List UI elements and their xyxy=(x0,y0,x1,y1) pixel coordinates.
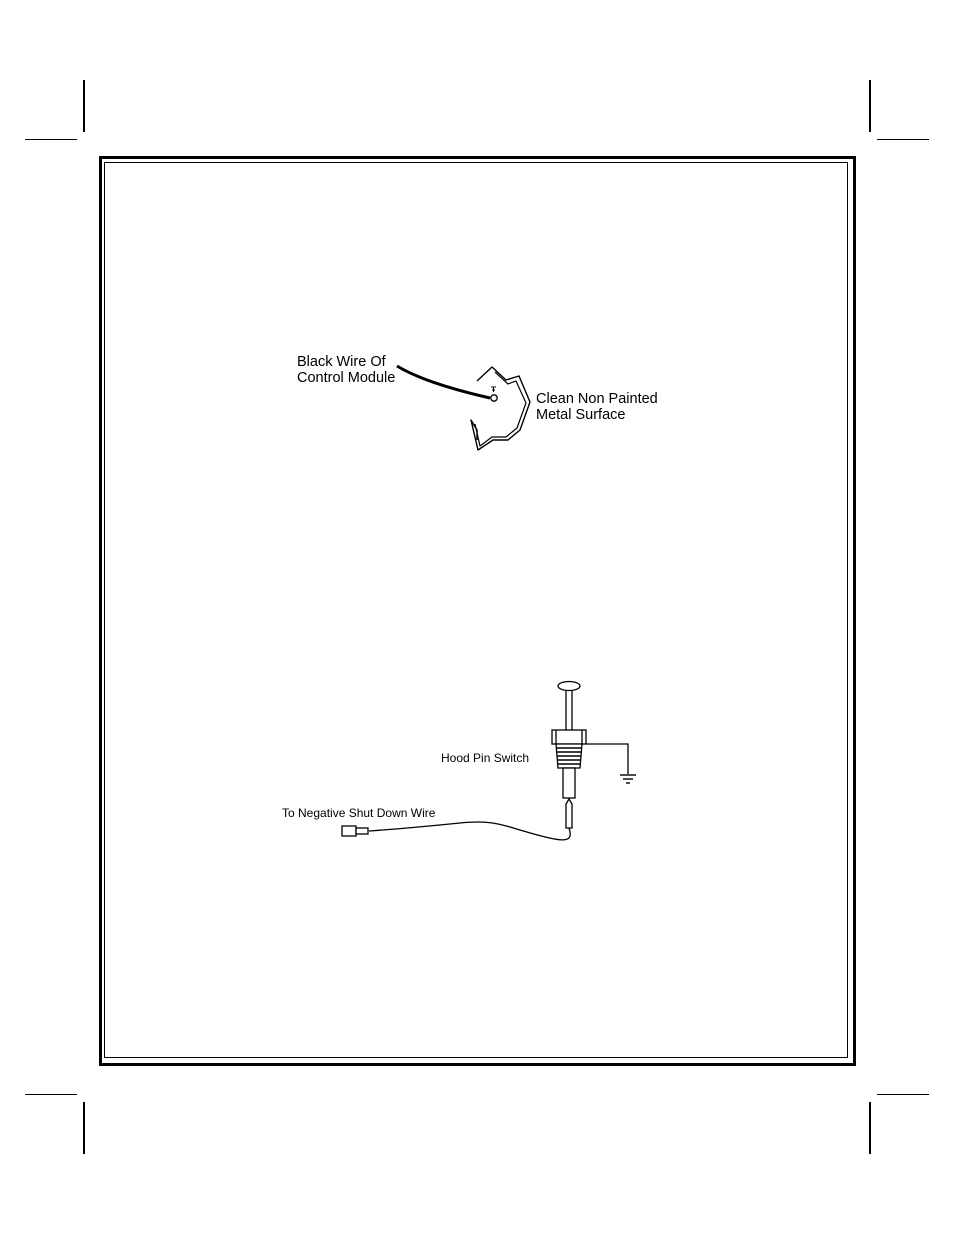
negative-shutdown-wire-label: To Negative Shut Down Wire xyxy=(282,807,435,820)
metal-surface-label-line1: Clean Non Painted xyxy=(536,392,658,408)
black-wire-label-line2: Control Module xyxy=(297,371,395,387)
pin-head xyxy=(558,682,580,691)
ground-diagram xyxy=(397,366,530,450)
black-wire-label: Black Wire Of Control Module xyxy=(297,355,395,386)
metal-surface-label: Clean Non Painted Metal Surface xyxy=(536,392,658,423)
hood-pin-switch-label: Hood Pin Switch xyxy=(441,752,529,765)
screw-icon xyxy=(491,387,496,392)
switch-spade-terminal xyxy=(566,799,572,828)
switch-nut xyxy=(552,730,586,744)
wire-connector xyxy=(342,826,356,836)
switch-lower-shaft xyxy=(563,768,575,798)
metal-surface-label-line2: Metal Surface xyxy=(536,408,658,424)
metal-panel-outline-inner xyxy=(475,372,526,446)
shutdown-wire xyxy=(369,822,570,840)
ring-terminal xyxy=(491,395,497,401)
ground-symbol-icon xyxy=(620,775,636,783)
ground-lead xyxy=(586,744,628,774)
black-wire xyxy=(397,366,490,398)
black-wire-label-line1: Black Wire Of xyxy=(297,355,395,371)
